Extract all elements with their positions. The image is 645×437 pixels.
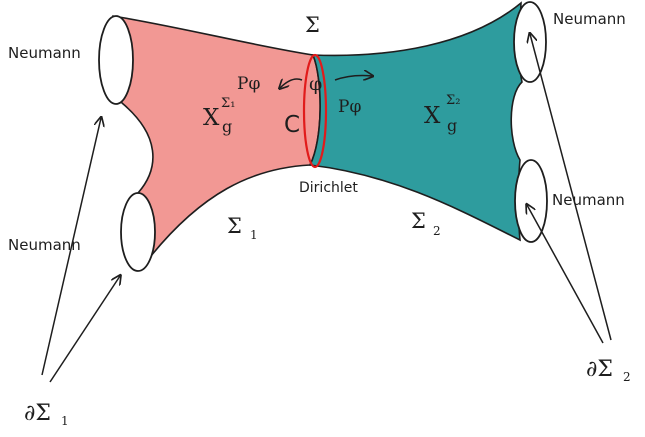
label-neumann-top-right: Neumann — [553, 10, 626, 28]
label-neumann-top-left: Neumann — [8, 44, 81, 62]
arrow-boundary1-top — [41, 118, 101, 376]
surface-sigma1 — [111, 15, 321, 271]
label-x-right-sub: g — [447, 116, 457, 135]
label-sigma2-region: Σ — [411, 209, 426, 233]
label-cut-curve: C — [284, 112, 300, 138]
arrow-p-phi-right — [334, 76, 372, 81]
boundary-circle-top-left — [98, 15, 134, 105]
surface-sigma2 — [308, 1, 523, 242]
label-x-right: X — [424, 103, 441, 129]
arrow-boundary2-top — [530, 34, 612, 341]
label-x-left: X — [203, 105, 220, 131]
label-neumann-bottom-left: Neumann — [8, 236, 81, 254]
arrow-boundary1-bottom — [49, 276, 120, 383]
cutting-curve — [302, 53, 328, 169]
label-x-left-sub: g — [222, 117, 232, 136]
boundary-circle-top-right — [513, 1, 547, 83]
label-sigma2-sub: 2 — [433, 224, 441, 238]
label-p-phi-left: Pφ — [237, 74, 260, 94]
label-dirichlet: Dirichlet — [299, 180, 358, 196]
label-sigma1-sub: 1 — [250, 228, 258, 242]
arrow-p-phi-left — [280, 78, 303, 88]
label-p-phi-right: Pφ — [338, 97, 361, 117]
arrow-boundary2-bottom — [527, 205, 604, 344]
boundary-circle-bottom-right — [514, 159, 548, 243]
label-boundary-sigma1: ∂Σ — [24, 401, 51, 426]
label-boundary-sigma2-sub: 2 — [623, 370, 631, 384]
label-boundary-sigma1-sub: 1 — [61, 414, 69, 428]
label-neumann-bottom-right: Neumann — [552, 191, 625, 209]
label-boundary-sigma2: ∂Σ — [586, 357, 613, 382]
boundary-circle-bottom-left — [120, 192, 156, 272]
label-x-left-sup: Σ₁ — [221, 96, 235, 111]
label-sigma1-region: Σ — [227, 214, 242, 238]
label-x-right-sup: Σ₂ — [446, 93, 460, 108]
label-phi: φ — [309, 73, 322, 95]
label-sigma-top: Σ — [305, 13, 320, 37]
